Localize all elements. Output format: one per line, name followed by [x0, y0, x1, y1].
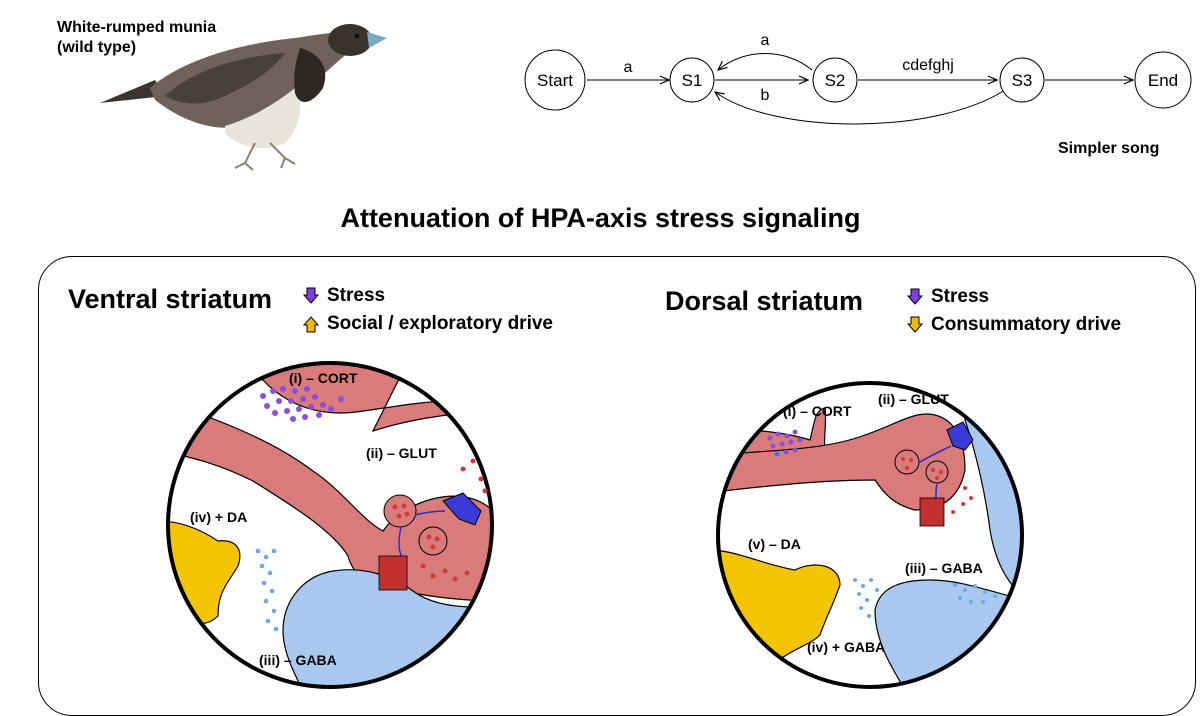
edge-label-start-s1: a [624, 59, 633, 76]
ventral-cort-label: (i) – CORT [289, 370, 358, 386]
dorsal-gaba3-label: (iii) – GABA [905, 560, 983, 576]
dorsal-effect-drive: Consummatory drive [907, 312, 1121, 338]
dorsal-striatum-title: Dorsal striatum [665, 286, 864, 316]
edge-s3-s1 [715, 89, 1006, 125]
ventral-glut-label: (ii) – GLUT [366, 445, 437, 461]
state-node-s2: S2 [812, 57, 858, 103]
state-node-s3: S3 [999, 57, 1045, 103]
ventral-gaba-label: (iii) – GABA [259, 652, 337, 668]
down-arrow-icon [303, 287, 319, 304]
state-node-end: End [1134, 51, 1192, 109]
dorsal-effect-drive-label: Consummatory drive [931, 314, 1122, 335]
song-caption: Simpler song [1058, 140, 1160, 157]
dorsal-cort-label: (i) – CORT [783, 403, 852, 419]
dorsal-effect-stress-label: Stress [931, 286, 990, 307]
down-arrow-icon [907, 316, 923, 333]
dorsal-effect-stress: Stress [907, 284, 989, 310]
ventral-effect-drive: Social / exploratory drive [303, 311, 553, 337]
munia-bird-illustration [100, 24, 387, 171]
bird-type-label: (wild type) [57, 39, 137, 56]
ventral-da-label: (iv) + DA [190, 509, 247, 525]
up-arrow-icon [303, 316, 319, 333]
ventral-effect-stress: Stress [303, 283, 385, 309]
state-node-start: Start [524, 49, 586, 111]
ventral-effect-drive-label: Social / exploratory drive [327, 313, 553, 334]
edge-s2-s1 [718, 53, 813, 71]
ventral-effect-stress-label: Stress [327, 285, 386, 306]
dorsal-da-label: (v) – DA [748, 536, 801, 552]
main-title: Attenuation of HPA-axis stress signaling [340, 203, 861, 233]
ventral-striatum-title: Ventral striatum [68, 284, 273, 314]
bird-species-name: White-rumped munia [57, 19, 217, 36]
ventral-synapse-illustration: (i) – CORT (ii) – GLUT (iv) + DA (iii) –… [166, 361, 494, 689]
edge-label-s2-s3: cdefghj [902, 57, 954, 74]
svg-text:Start: Start [537, 71, 573, 90]
edge-label-s1-s2: b [761, 87, 770, 104]
song-state-machine: Start S1 S2 S3 End a b a cdefghj a [524, 32, 1192, 140]
svg-text:S1: S1 [682, 71, 703, 90]
dorsal-gaba4-label: (iv) + GABA [807, 639, 885, 655]
dorsal-glut-label: (ii) – GLUT [878, 391, 949, 407]
down-arrow-icon [907, 288, 923, 305]
svg-text:S3: S3 [1012, 71, 1033, 90]
state-node-s1: S1 [669, 57, 715, 103]
svg-text:End: End [1148, 71, 1178, 90]
svg-text:S2: S2 [825, 71, 846, 90]
bird-label: White-rumped munia (wild type) [57, 18, 216, 58]
edge-label-s3-s1: a [854, 138, 863, 140]
dorsal-synapse-illustration: (i) – CORT (ii) – GLUT (v) – DA (iii) – … [716, 381, 1024, 689]
edge-label-s2-s1: a [761, 32, 770, 49]
